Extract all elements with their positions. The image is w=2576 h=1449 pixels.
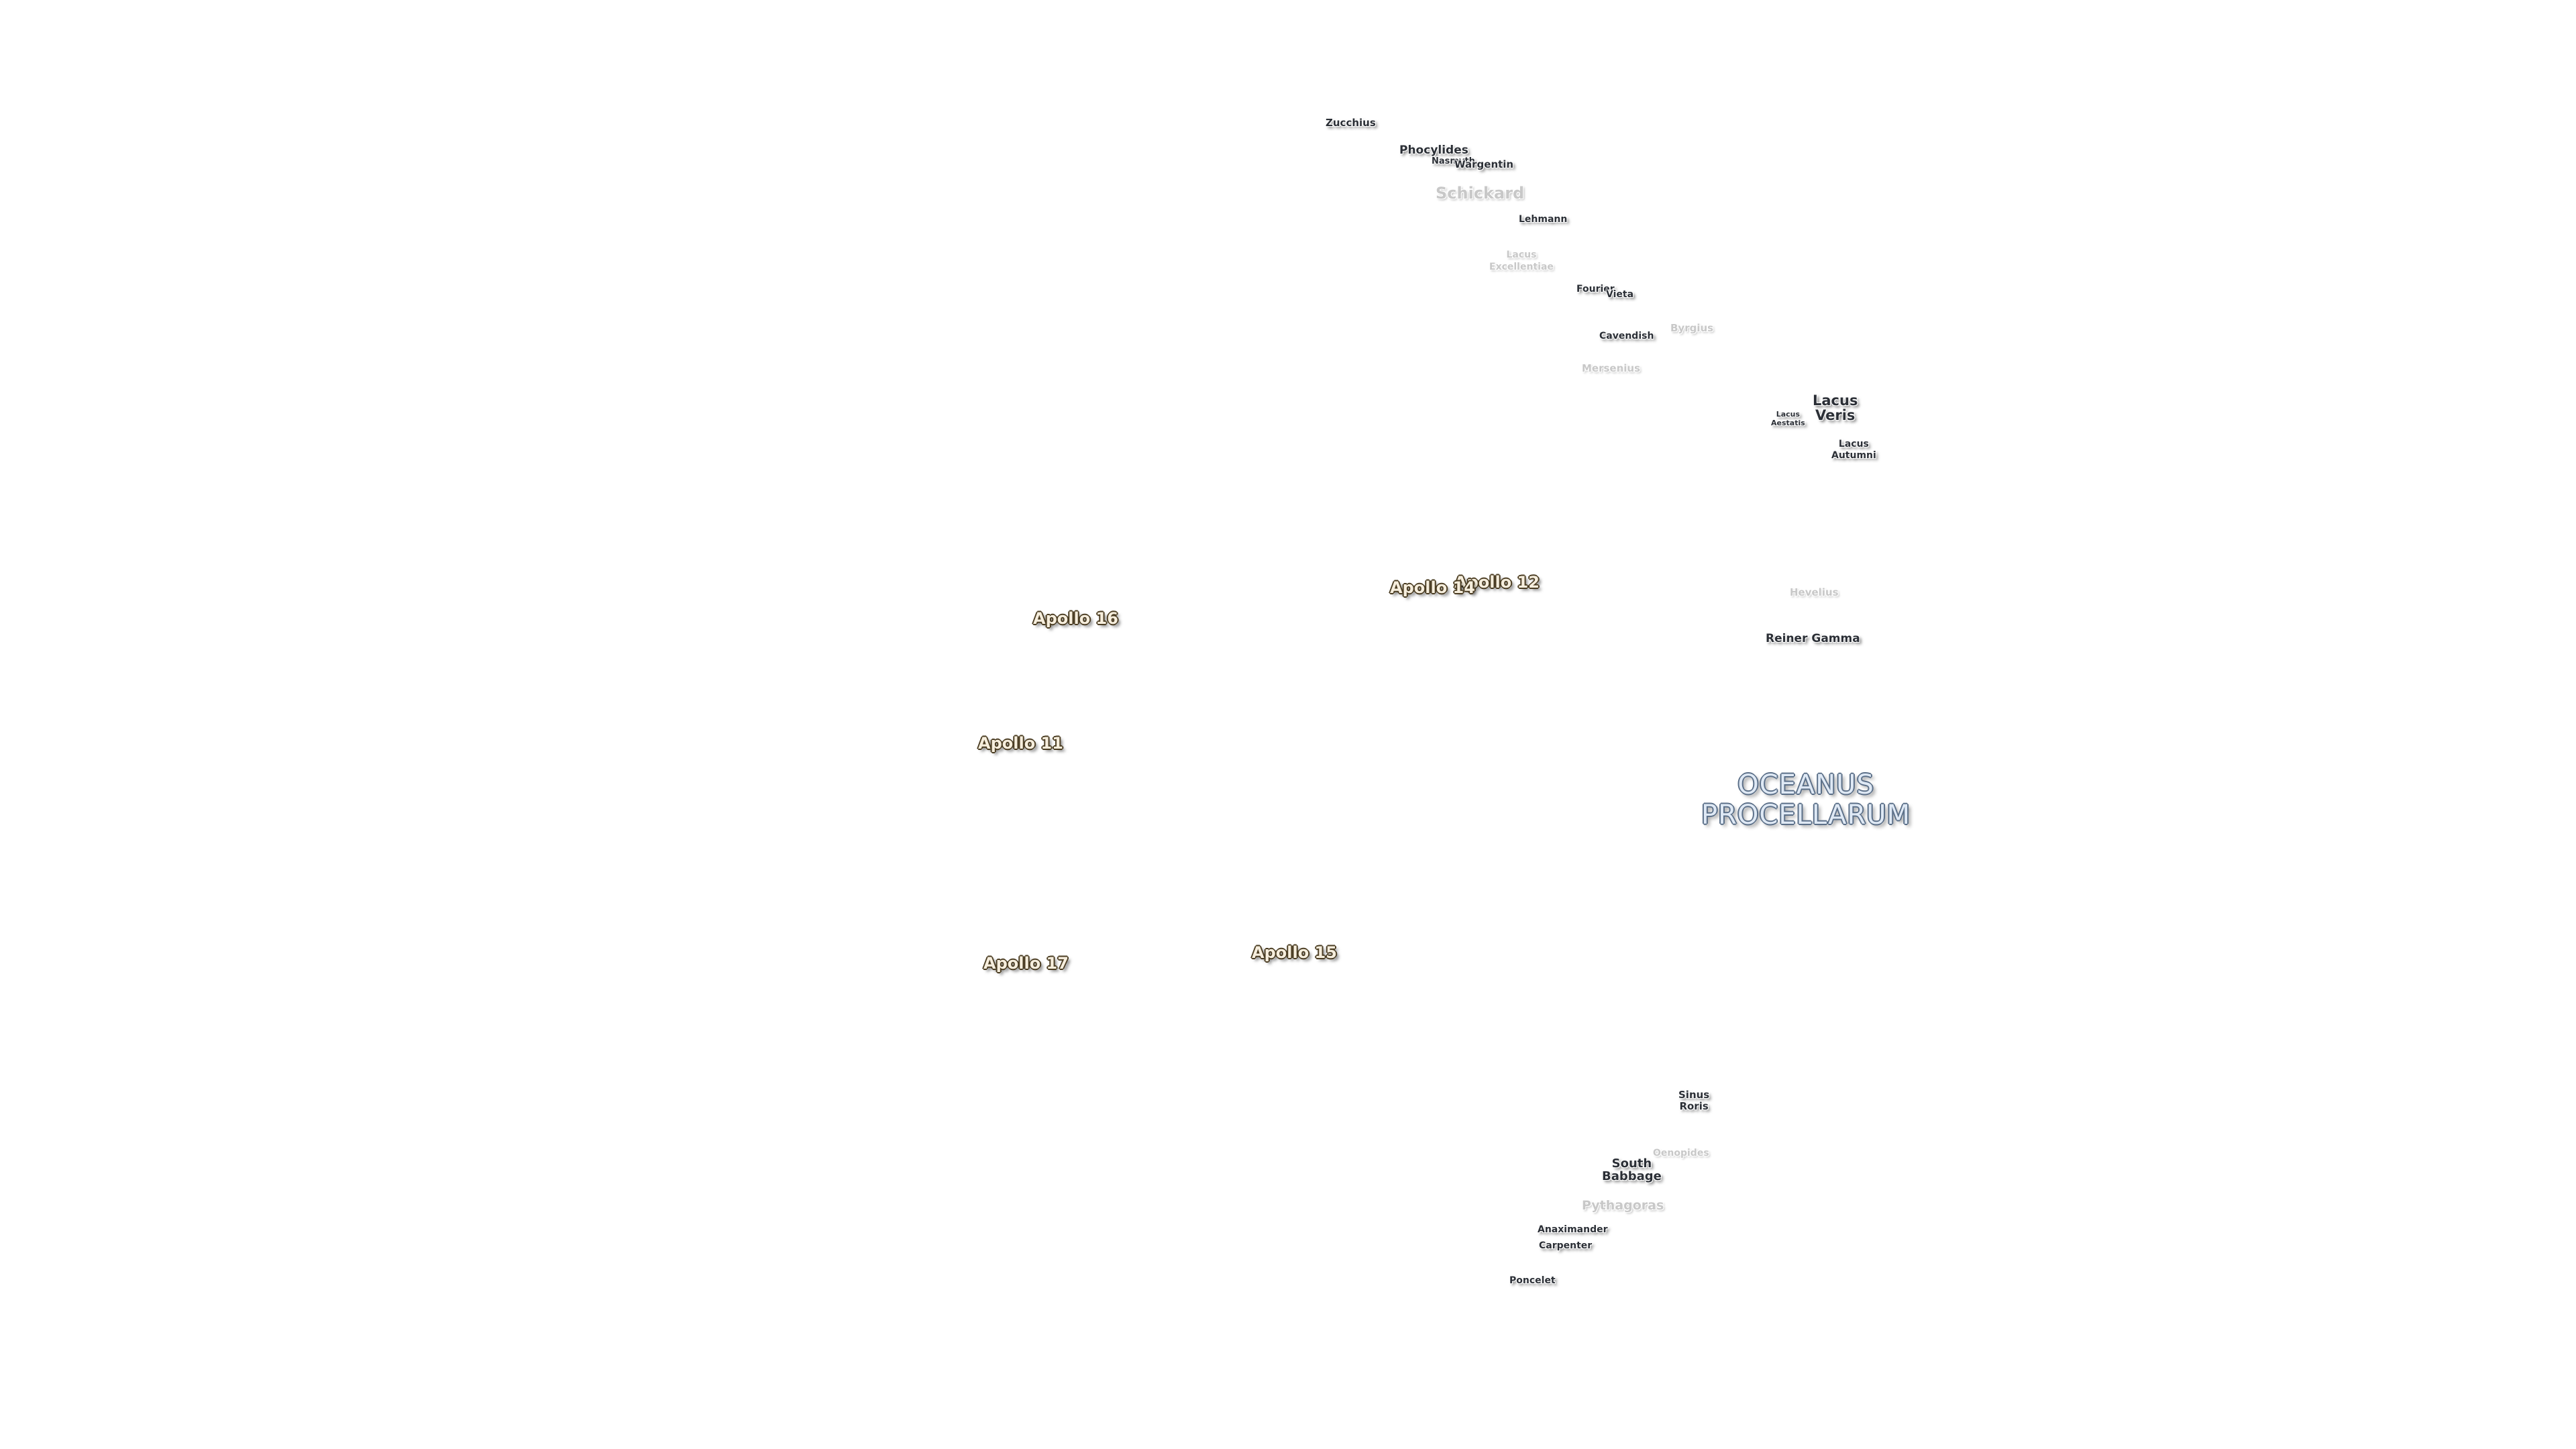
label-cavendish[interactable]: Cavendish: [1599, 331, 1654, 341]
label-oenopides[interactable]: Oenopides: [1653, 1148, 1709, 1159]
label-apollo-17[interactable]: Apollo 17: [983, 954, 1069, 973]
label-anaximander[interactable]: Anaximander: [1538, 1224, 1608, 1235]
label-lacus-excellentiae[interactable]: Lacus Excellentiae: [1489, 250, 1554, 272]
label-pythagoras[interactable]: Pythagoras: [1582, 1198, 1664, 1213]
label-phocylides[interactable]: Phocylides: [1399, 144, 1468, 157]
label-lacus-autumni[interactable]: Lacus Autumni: [1831, 439, 1876, 461]
label-zucchius[interactable]: Zucchius: [1326, 117, 1376, 129]
label-carpenter[interactable]: Carpenter: [1539, 1240, 1593, 1251]
label-lacus-aestatis[interactable]: Lacus Aestatis: [1771, 410, 1805, 427]
label-hevelius[interactable]: Hevelius: [1790, 586, 1839, 598]
label-apollo-14[interactable]: Apollo 14: [1390, 578, 1475, 597]
label-apollo-11[interactable]: Apollo 11: [978, 734, 1063, 753]
label-nasmyth[interactable]: Nasmyth: [1432, 156, 1475, 166]
label-reiner-gamma[interactable]: Reiner Gamma: [1766, 632, 1860, 645]
label-lacus-veris[interactable]: Lacus Veris: [1813, 392, 1858, 424]
label-wargentin[interactable]: Wargentin: [1454, 158, 1514, 170]
label-lehmann[interactable]: Lehmann: [1519, 214, 1568, 225]
label-south-babbage[interactable]: South Babbage: [1602, 1157, 1662, 1183]
label-apollo-15[interactable]: Apollo 15: [1252, 943, 1337, 962]
label-mersenius[interactable]: Mersenius: [1582, 362, 1641, 374]
label-vieta[interactable]: Vieta: [1606, 289, 1634, 300]
label-apollo-12[interactable]: Apollo 12: [1454, 573, 1540, 592]
label-byrgius[interactable]: Byrgius: [1670, 322, 1714, 334]
label-fourier[interactable]: Fourier: [1576, 284, 1615, 294]
label-oceanus-procellarum[interactable]: OCEANUS PROCELLARUM: [1701, 769, 1911, 830]
label-schickard[interactable]: Schickard: [1436, 184, 1525, 203]
label-apollo-16[interactable]: Apollo 16: [1033, 609, 1118, 628]
label-sinus-roris[interactable]: Sinus Roris: [1678, 1089, 1710, 1113]
label-poncelet[interactable]: Poncelet: [1509, 1275, 1556, 1286]
